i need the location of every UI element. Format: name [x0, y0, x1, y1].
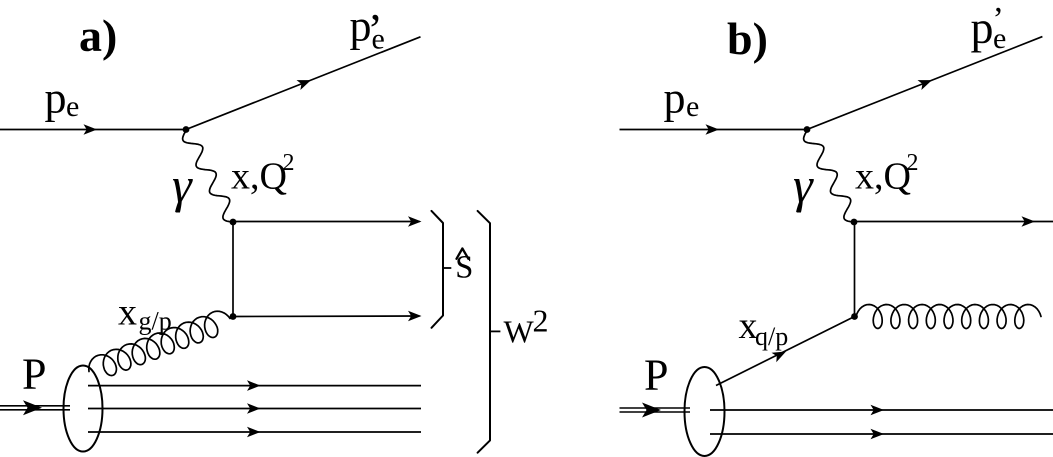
svg-text:e: e: [686, 90, 699, 123]
svg-text:x: x: [118, 292, 137, 334]
svg-text:g/p: g/p: [139, 307, 172, 336]
svg-text:p: p: [45, 74, 67, 123]
svg-text:x,Q: x,Q: [231, 156, 287, 198]
svg-text:’: ’: [993, 1, 1004, 38]
svg-text:p: p: [350, 1, 372, 50]
svg-text:P: P: [644, 351, 668, 400]
svg-text:2: 2: [533, 303, 549, 339]
svg-text:q/p: q/p: [755, 322, 788, 351]
svg-text:e: e: [372, 23, 385, 56]
svg-text:2: 2: [907, 150, 919, 176]
svg-text:γ: γ: [793, 157, 814, 213]
svg-text:W: W: [504, 314, 535, 350]
svg-text:2: 2: [283, 150, 295, 176]
svg-text:b): b): [727, 13, 768, 64]
svg-text:P: P: [22, 350, 46, 399]
svg-text:a): a): [79, 10, 117, 61]
svg-text:γ: γ: [172, 157, 193, 213]
svg-text:p: p: [971, 2, 994, 53]
svg-text:x,Q: x,Q: [855, 156, 911, 198]
svg-text:x: x: [739, 305, 758, 347]
svg-text:p: p: [664, 74, 686, 123]
svg-text:’: ’: [368, 4, 383, 55]
svg-text:e: e: [993, 22, 1006, 55]
svg-text:e: e: [66, 90, 79, 123]
